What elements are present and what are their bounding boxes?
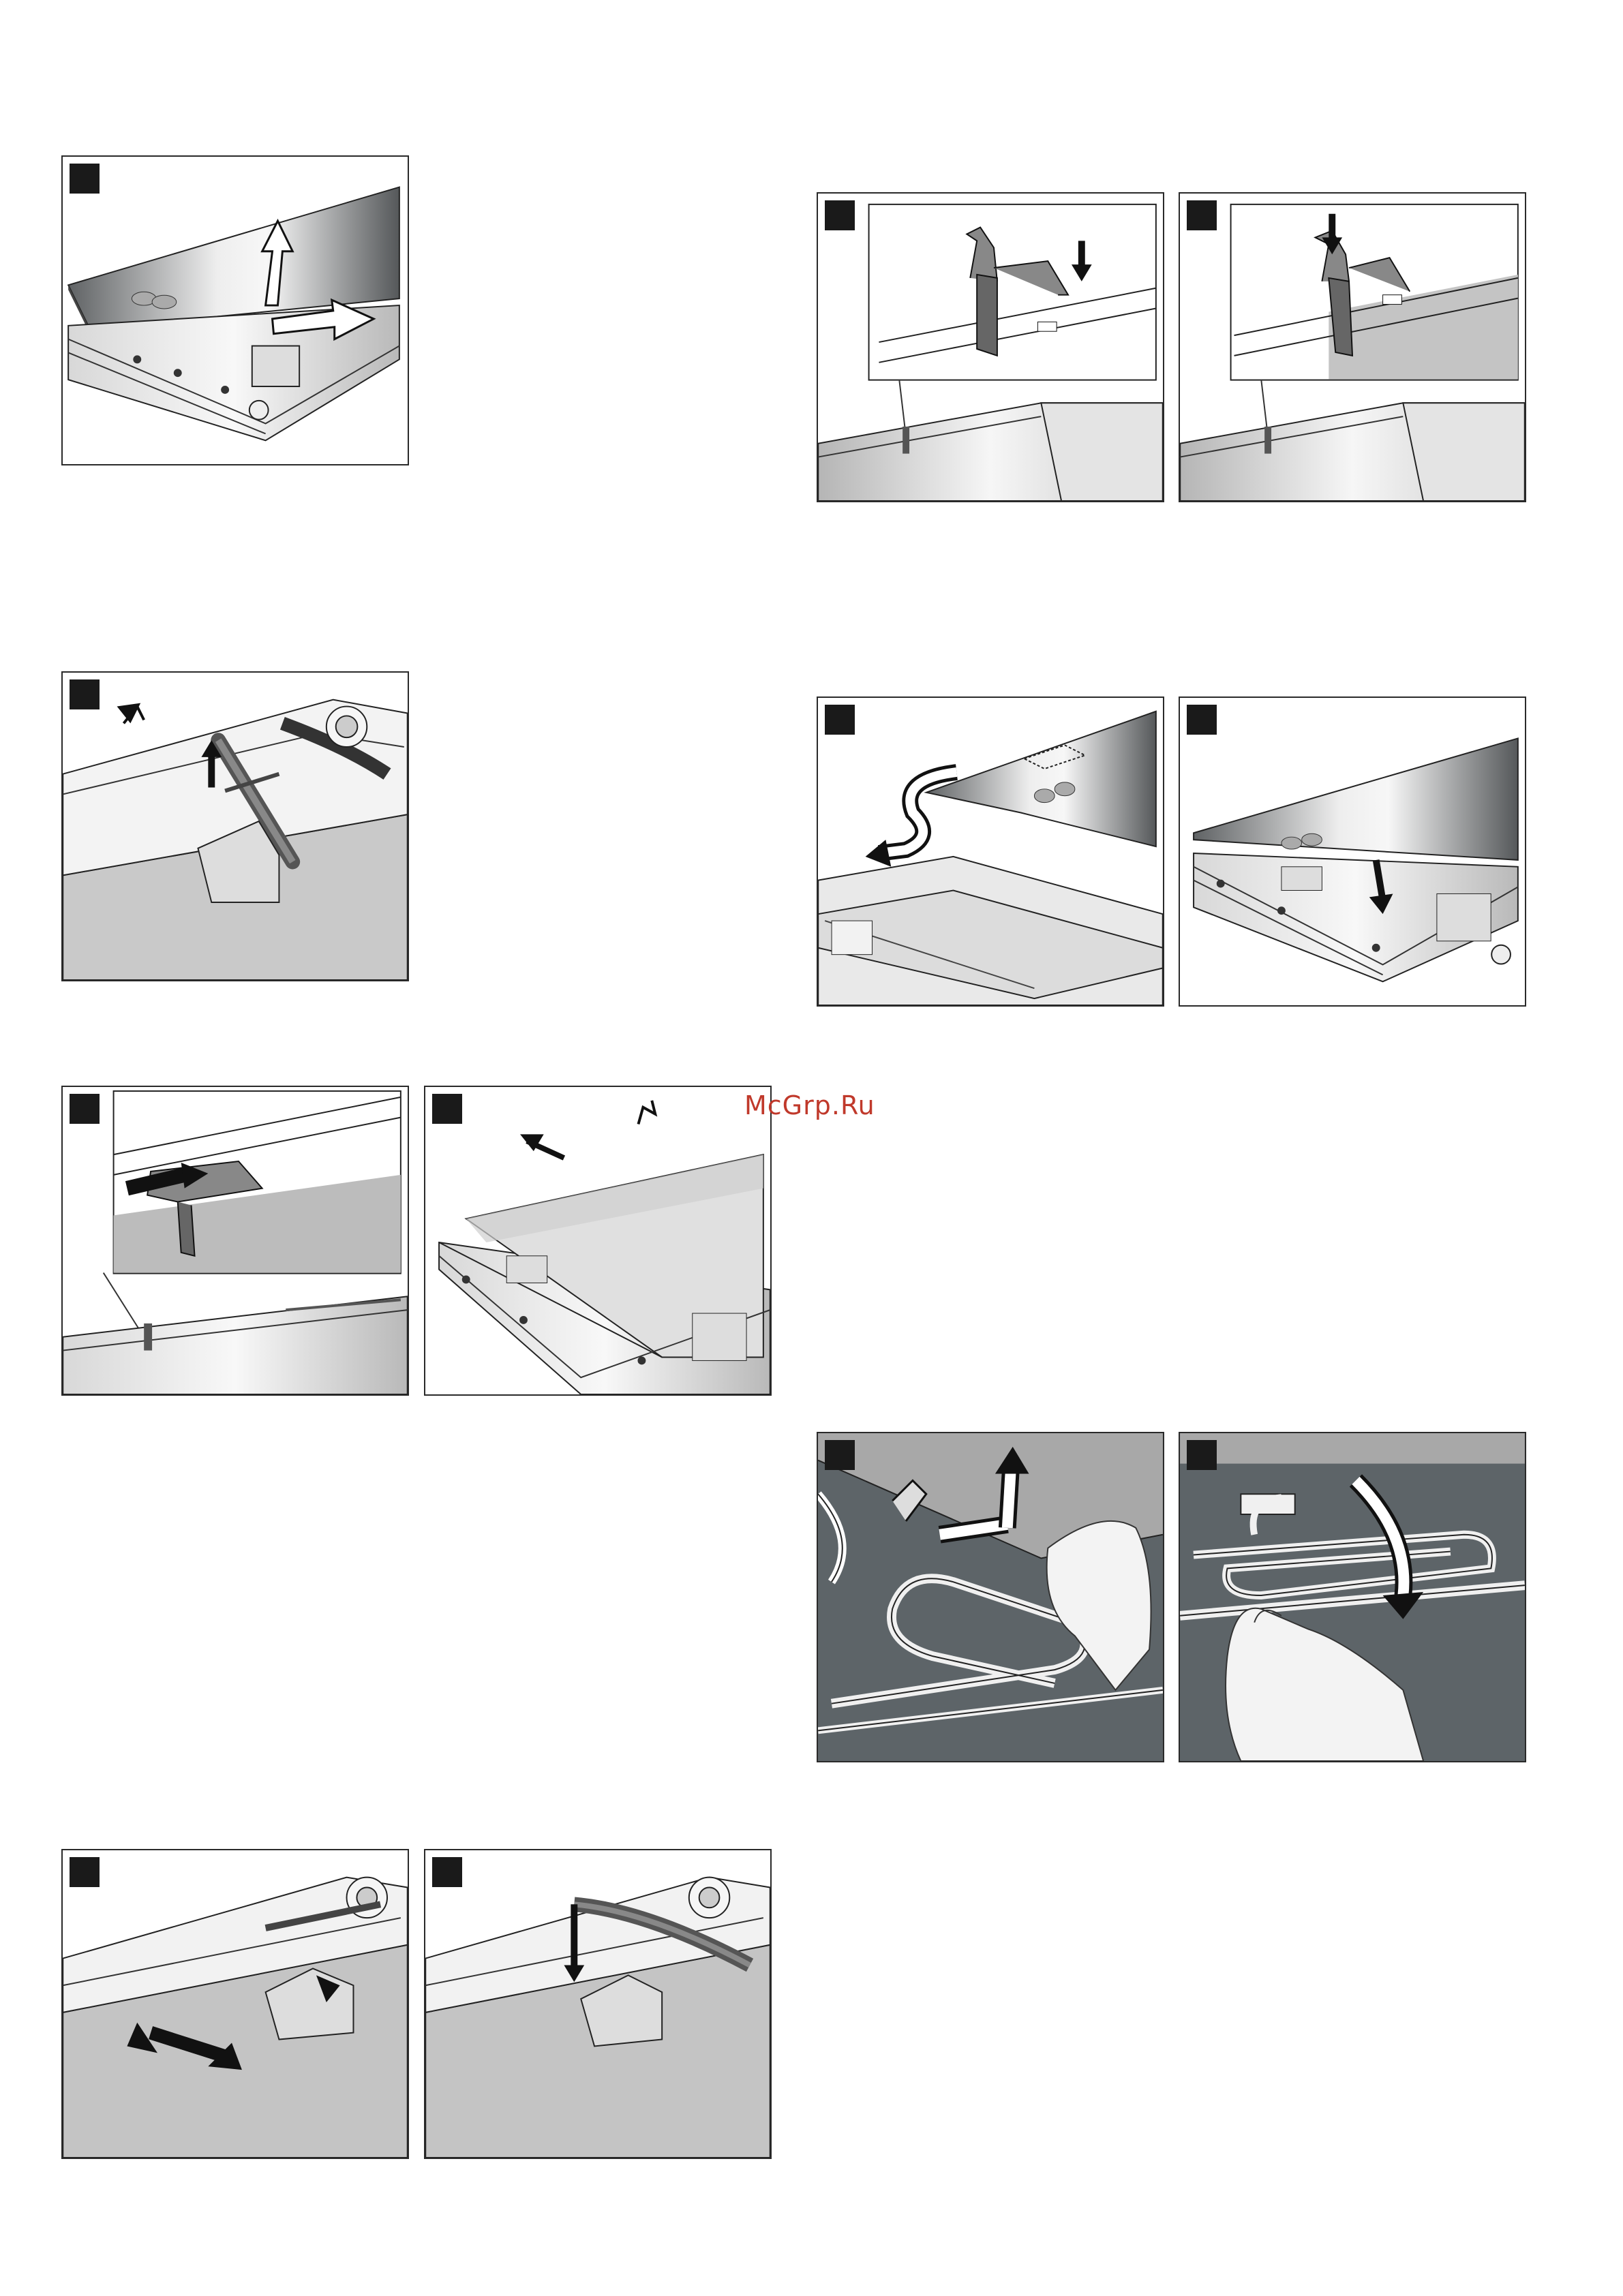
heating-element-fold-illustration bbox=[1180, 1433, 1525, 1761]
glass-panel-illustration bbox=[63, 157, 408, 464]
figure-4 bbox=[424, 1086, 772, 1396]
step-number-badge bbox=[1187, 705, 1217, 735]
watermark-text: McGrp.Ru bbox=[744, 1090, 875, 1120]
seal-slide-illustration bbox=[63, 1850, 408, 2158]
figure-1 bbox=[61, 155, 409, 465]
figure-11 bbox=[817, 1432, 1164, 1762]
step-number-badge bbox=[825, 200, 855, 230]
door-seal-illustration bbox=[63, 673, 408, 980]
step-number-badge bbox=[1187, 200, 1217, 230]
figure-12 bbox=[1179, 1432, 1526, 1762]
step-number-badge bbox=[825, 1440, 855, 1470]
figure-10 bbox=[1179, 697, 1526, 1007]
step-number-badge bbox=[432, 1094, 462, 1124]
figure-6 bbox=[424, 1849, 772, 2159]
step-number-badge bbox=[432, 1857, 462, 1887]
clip-insertion-illustration bbox=[63, 1087, 408, 1394]
clip-press-right-illustration bbox=[1180, 194, 1525, 501]
figure-2 bbox=[61, 671, 409, 981]
step-number-badge bbox=[1187, 1440, 1217, 1470]
figure-8 bbox=[1179, 192, 1526, 502]
figure-3 bbox=[61, 1086, 409, 1396]
panel-insert-illustration bbox=[818, 698, 1163, 1005]
figure-9 bbox=[817, 697, 1164, 1007]
step-number-badge bbox=[70, 164, 100, 194]
step-number-badge bbox=[825, 705, 855, 735]
step-number-badge bbox=[70, 679, 100, 709]
figure-7 bbox=[817, 192, 1164, 502]
seal-press-illustration bbox=[425, 1850, 770, 2158]
step-number-badge bbox=[70, 1857, 100, 1887]
panel-lower-illustration bbox=[1180, 698, 1525, 1005]
heating-element-lift-illustration bbox=[818, 1433, 1163, 1761]
figure-5 bbox=[61, 1849, 409, 2159]
glass-removal-illustration bbox=[425, 1087, 770, 1394]
step-number-badge bbox=[70, 1094, 100, 1124]
clip-press-left-illustration bbox=[818, 194, 1163, 501]
